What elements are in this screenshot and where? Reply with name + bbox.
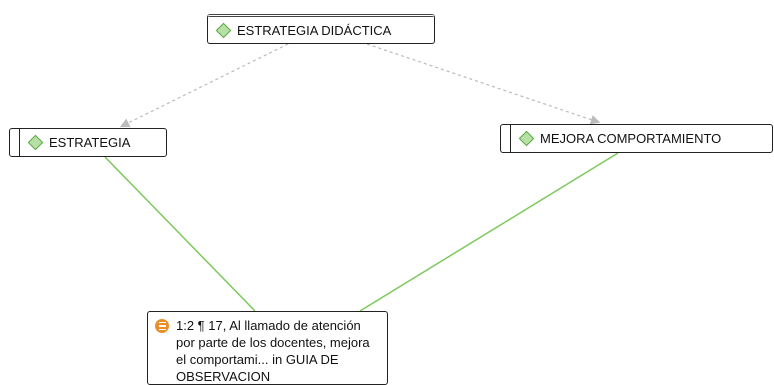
dashed-link-top-to-right (366, 43, 601, 125)
code-node-estrategia-didactica[interactable]: ESTRATEGIA DIDÁCTICA (207, 14, 435, 44)
code-node-mejora-comportamiento[interactable]: MEJORA COMPORTAMIENTO (500, 124, 773, 153)
code-node-label: ESTRATEGIA (49, 135, 131, 150)
code-diamond-icon (27, 134, 44, 151)
quotation-icon (155, 319, 169, 333)
code-diamond-icon (215, 22, 232, 38)
quotation-text: 1:2 ¶ 17, Al llamado de atención por par… (176, 318, 370, 384)
code-diamond-icon (518, 130, 535, 147)
link-left-to-quote (104, 156, 256, 312)
node-side-bar (501, 125, 511, 152)
link-right-to-quote (359, 152, 619, 312)
code-node-label: MEJORA COMPORTAMIENTO (540, 131, 722, 146)
node-side-bar (10, 129, 20, 156)
code-node-estrategia[interactable]: ESTRATEGIA (9, 128, 167, 157)
code-node-label: ESTRATEGIA DIDÁCTICA (237, 22, 392, 38)
quotation-node[interactable]: 1:2 ¶ 17, Al llamado de atención por par… (147, 311, 388, 385)
dashed-link-top-to-left (119, 43, 289, 128)
